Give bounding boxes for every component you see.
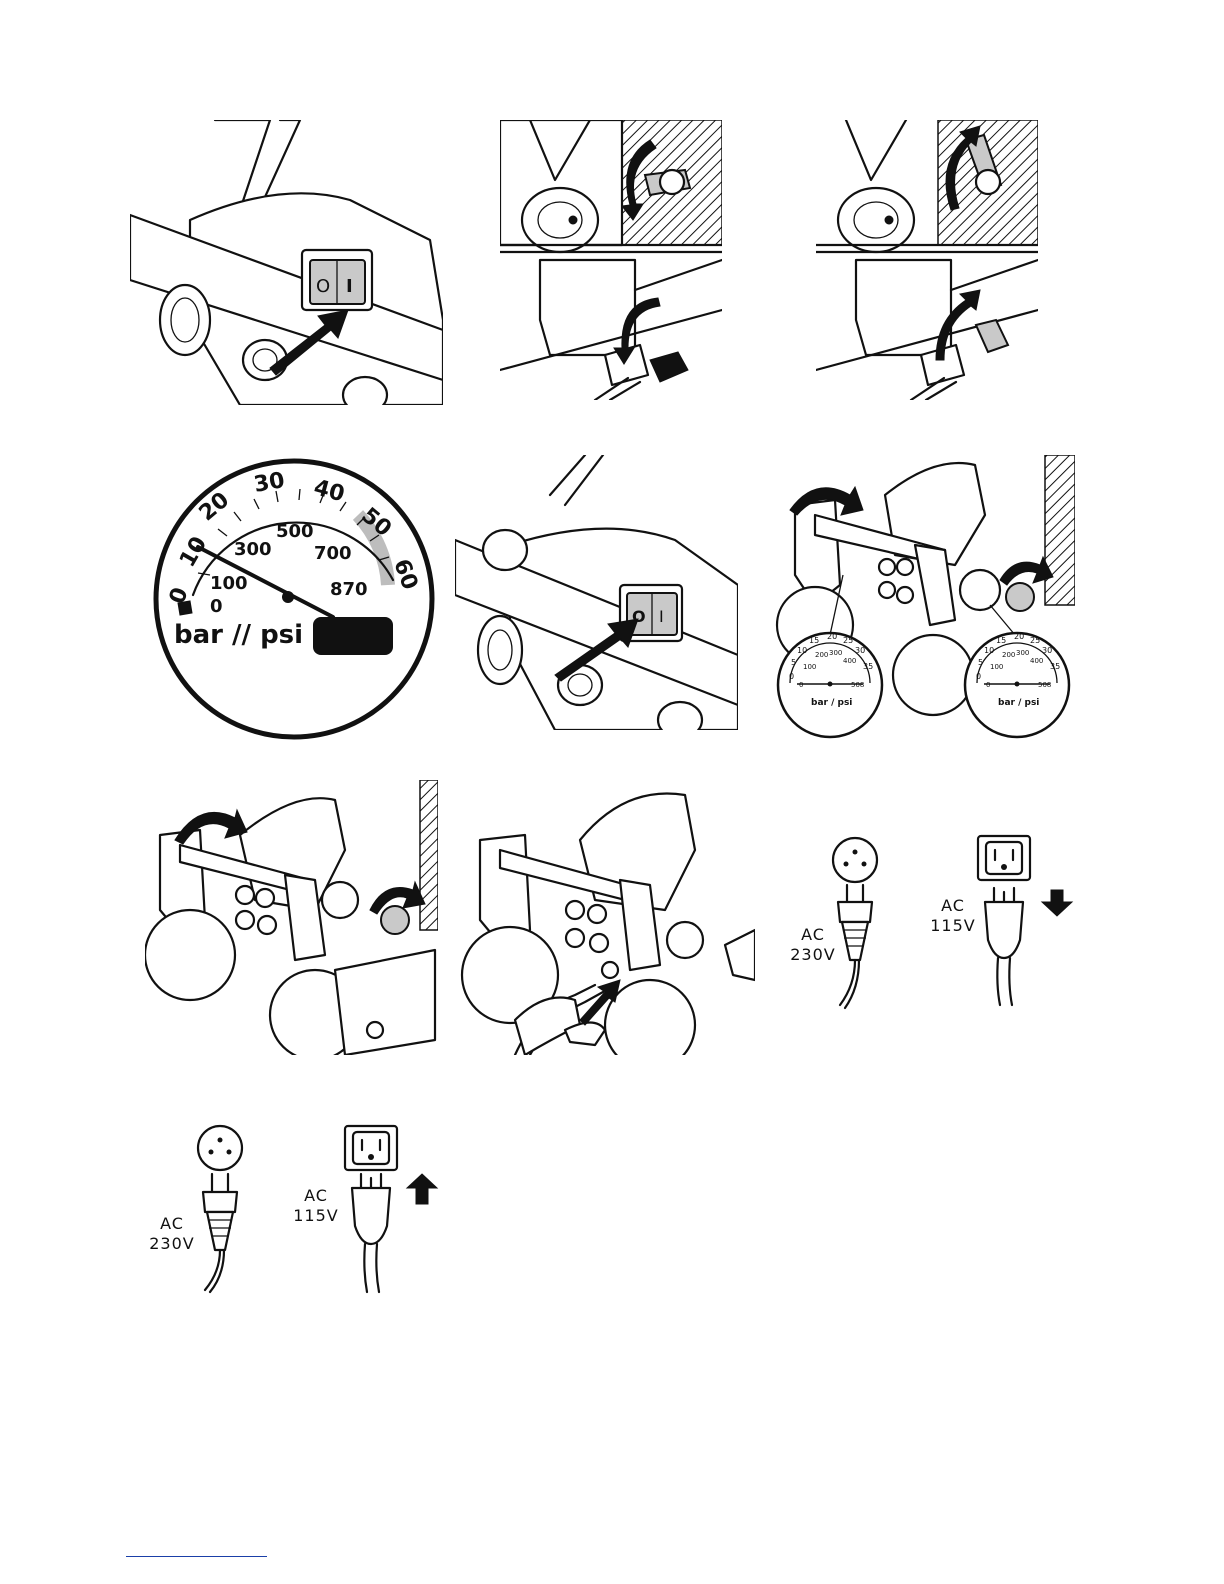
- small-gauge-psi: 200: [1002, 651, 1015, 659]
- panel-switch-on: O I: [130, 120, 443, 405]
- gauge-psi-tick: 0: [210, 596, 223, 617]
- gauge-psi-tick: 300: [234, 539, 272, 560]
- up-arrow-icon: [407, 1174, 437, 1204]
- small-gauge-psi: 300: [1016, 649, 1029, 657]
- small-gauge-tick: 25: [843, 636, 853, 645]
- panel-connect-hose: [455, 780, 755, 1055]
- us-ac-label: AC: [928, 896, 978, 916]
- switch-on-mark: I: [346, 276, 353, 297]
- eu-ac-label: AC: [788, 925, 838, 945]
- panel-switch-off: O I: [455, 455, 738, 730]
- eu-socket-icon: [833, 838, 877, 882]
- panel-regulator-gauges: 0 5 10 15 20 25 30 35 0 100 200 300 400 …: [775, 455, 1075, 745]
- small-gauge-tick: 35: [1050, 662, 1060, 671]
- us-volt-label: 115V: [291, 1206, 341, 1226]
- down-arrow-icon: [1042, 890, 1072, 916]
- small-gauge-units: bar / psi: [998, 698, 1039, 708]
- gauge-bar-tick: 30: [252, 468, 287, 498]
- small-gauge-tick: 15: [996, 636, 1006, 645]
- small-gauge-tick: 15: [809, 636, 819, 645]
- panel-plug-in: AC 230V AC 115V: [780, 830, 1080, 1010]
- tank-icon: [313, 617, 393, 655]
- eu-socket-icon: [198, 1126, 242, 1170]
- us-voltage-label: AC 115V: [928, 896, 978, 936]
- small-gauge-tick: 20: [827, 632, 837, 641]
- small-gauge-units: bar / psi: [811, 698, 852, 708]
- panel-valve-open: [816, 120, 1038, 400]
- us-socket-icon: [978, 836, 1030, 880]
- connect-hose-illustration: [455, 780, 755, 1055]
- eu-volt-label: 230V: [147, 1234, 197, 1254]
- small-gauge-tick: 30: [855, 646, 865, 655]
- small-gauge-tick: 5: [978, 658, 983, 667]
- switch-off-illustration: O I: [455, 455, 738, 730]
- valve-close-illustration: [500, 120, 722, 400]
- gauge-psi-tick: 100: [210, 573, 248, 594]
- eu-plug-icon: [203, 1174, 237, 1292]
- eu-voltage-label: AC 230V: [788, 925, 838, 965]
- small-gauge-psi: 300: [829, 649, 842, 657]
- switch-on-illustration: O I: [130, 120, 443, 405]
- us-voltage-label: AC 115V: [291, 1186, 341, 1226]
- small-gauge-tick: 10: [984, 646, 994, 655]
- small-gauge-psi: 508: [851, 681, 864, 689]
- small-gauge-tick: 5: [791, 658, 796, 667]
- small-gauge-tick: 30: [1042, 646, 1052, 655]
- small-gauge-psi: 100: [803, 663, 816, 671]
- eu-voltage-label: AC 230V: [147, 1214, 197, 1254]
- small-gauge: 0 5 10 15 20 25 30 35 0 100 200 300 400 …: [965, 605, 1069, 737]
- rotate-arrow-icon: [175, 810, 247, 844]
- small-gauge-tick: 35: [863, 662, 873, 671]
- footer-rule: [126, 1556, 267, 1557]
- small-gauge-psi: 0: [986, 681, 990, 689]
- us-socket-icon: [345, 1126, 397, 1170]
- small-gauge-psi: 0: [799, 681, 803, 689]
- small-gauge-tick: 0: [789, 672, 794, 681]
- small-gauge-psi: 400: [1030, 657, 1043, 665]
- small-gauge-tick: 10: [797, 646, 807, 655]
- small-gauge-tick: 0: [976, 672, 981, 681]
- handle-rotate-illustration: [145, 780, 438, 1055]
- gauge-units: bar // psi: [174, 620, 303, 650]
- small-gauge-psi: 508: [1038, 681, 1051, 689]
- small-gauge-psi: 400: [843, 657, 856, 665]
- regulator-gauges-illustration: 0 5 10 15 20 25 30 35 0 100 200 300 400 …: [775, 455, 1075, 745]
- panel-plug-out: AC 230V AC 115V: [145, 1122, 445, 1302]
- panel-valve-close: [500, 120, 722, 400]
- us-plug-icon: [985, 888, 1023, 1005]
- small-gauge-tick: 25: [1030, 636, 1040, 645]
- us-ac-label: AC: [291, 1186, 341, 1206]
- small-gauge-psi: 200: [815, 651, 828, 659]
- small-gauge-psi: 100: [990, 663, 1003, 671]
- gauge-psi-tick: 500: [276, 521, 314, 542]
- valve-open-illustration: [816, 120, 1038, 400]
- eu-ac-label: AC: [147, 1214, 197, 1234]
- panel-pressure-gauge: 0 10 20 30 40 50 60 0 100 300 500 700 87…: [148, 455, 440, 745]
- eu-plug-icon: [838, 885, 872, 1008]
- pressure-gauge-illustration: 0 10 20 30 40 50 60 0 100 300 500 700 87…: [148, 455, 440, 745]
- gauge-psi-tick: 870: [330, 579, 368, 600]
- switch-off-mark: O: [316, 276, 330, 297]
- small-gauge-tick: 20: [1014, 632, 1024, 641]
- eu-volt-label: 230V: [788, 945, 838, 965]
- gauge-psi-tick: 700: [314, 543, 352, 564]
- switch-on-mark: I: [659, 607, 664, 626]
- us-volt-label: 115V: [928, 916, 978, 936]
- panel-handle-rotate: [145, 780, 438, 1055]
- us-plug-icon: [352, 1174, 390, 1292]
